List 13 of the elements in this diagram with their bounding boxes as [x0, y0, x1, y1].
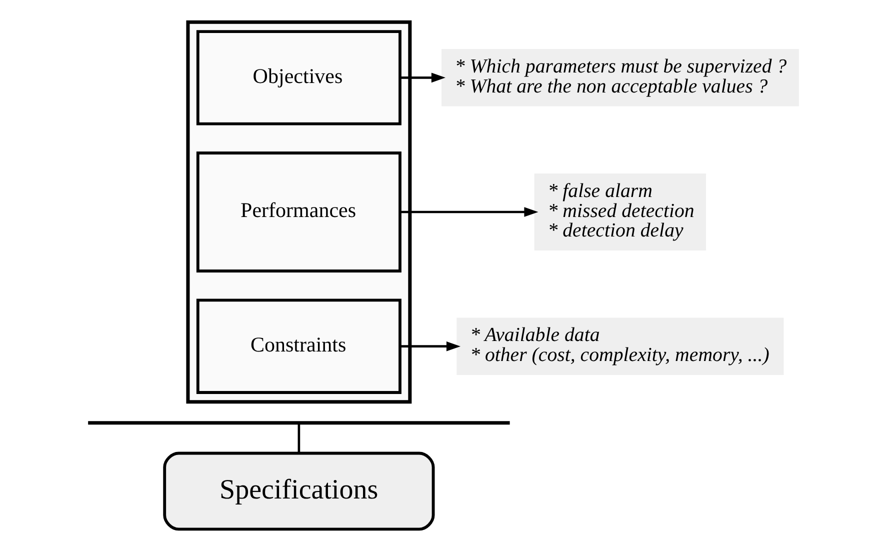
node-box: * false alarm * missed detection * detection delay	[534, 173, 706, 251]
arrow	[400, 72, 445, 83]
node-box: Objectives	[196, 30, 401, 126]
arrow	[400, 341, 460, 352]
node-box: * Available data * other (cost, complexity, memory, ...)	[456, 318, 784, 375]
node-box: Constraints	[196, 298, 401, 394]
cluster	[186, 20, 412, 404]
node-bar	[88, 421, 510, 425]
connector	[297, 424, 300, 453]
arrow	[400, 207, 538, 217]
node-box: * Which parameters must be supervized ? * What are the non acceptable values ?	[440, 49, 798, 106]
node-box: Performances	[196, 152, 401, 272]
node-box: Specifications	[162, 452, 434, 531]
